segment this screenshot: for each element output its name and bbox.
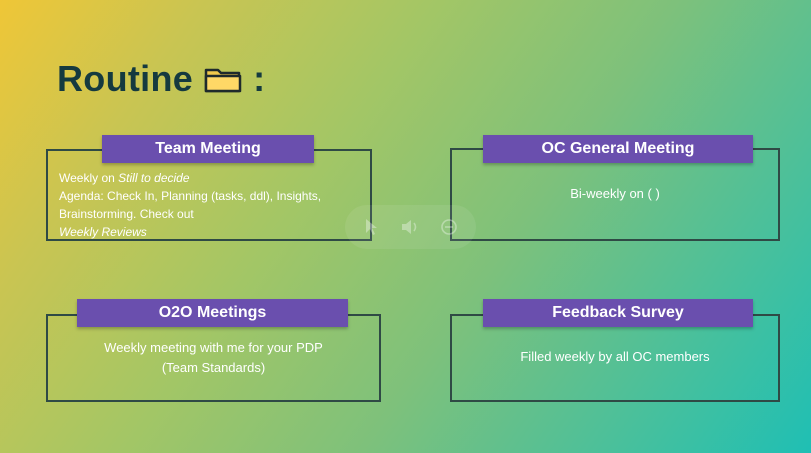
oc-body: Bi-weekly on ( ): [570, 186, 660, 201]
oc-general-meeting-header: OC General Meeting: [483, 135, 753, 163]
o2o-meetings-header: O2O Meetings: [77, 299, 348, 327]
o2o-meetings-card: Weekly meeting with me for your PDP (Tea…: [46, 314, 381, 402]
minus-circle-icon[interactable]: [439, 217, 459, 237]
team-meeting-body: Weekly on Still to decide Agenda: Check …: [59, 169, 365, 241]
team-weekly-value: Still to decide: [118, 171, 190, 185]
feedback-survey-header: Feedback Survey: [483, 299, 753, 327]
feedback-body: Filled weekly by all OC members: [520, 349, 710, 364]
team-meeting-header: Team Meeting: [102, 135, 314, 163]
media-player-overlay[interactable]: [345, 205, 476, 249]
slide-title: Routine :: [57, 57, 265, 101]
team-agenda-line2: Brainstorming. Check out: [59, 207, 194, 221]
o2o-line2: (Team Standards): [161, 360, 266, 375]
cursor-icon[interactable]: [362, 217, 382, 237]
feedback-survey-card: Filled weekly by all OC members: [450, 314, 780, 402]
title-colon: :: [253, 58, 266, 99]
volume-icon[interactable]: [400, 217, 420, 237]
team-weekly-line: Weekly on Still to decide: [59, 169, 365, 187]
title-text: Routine: [57, 58, 194, 99]
team-meeting-card: Weekly on Still to decide Agenda: Check …: [46, 149, 372, 241]
folder-icon: [204, 68, 242, 93]
team-reviews: Weekly Reviews: [59, 225, 147, 239]
team-weekly-prefix: Weekly on: [59, 171, 115, 185]
o2o-line1: Weekly meeting with me for your PDP: [104, 340, 323, 355]
team-agenda-line1: Agenda: Check In, Planning (tasks, ddl),…: [59, 189, 322, 203]
